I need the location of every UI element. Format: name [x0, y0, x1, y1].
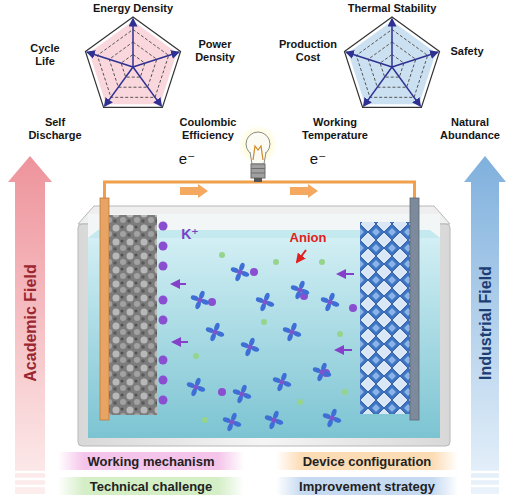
- ion-label: K⁺: [176, 226, 204, 243]
- ion-label: Anion: [282, 230, 334, 246]
- anode-collector: [100, 198, 109, 420]
- radar-axis-label: Coulombic Efficiency: [172, 116, 244, 142]
- light-bulb: [238, 125, 278, 182]
- radar-outline: [85, 17, 180, 107]
- industrial-arrow: Industrial Field: [464, 156, 506, 494]
- anode-porous: [109, 215, 157, 415]
- break-line: [14, 471, 46, 474]
- arrow-body: [8, 156, 52, 494]
- radar-chart: [85, 17, 180, 107]
- break-line: [14, 478, 46, 481]
- anion-symbol: [186, 262, 342, 432]
- cathode-crystal: [360, 222, 410, 414]
- electron-label: e⁻: [306, 150, 330, 168]
- anion-arrow: [297, 250, 306, 262]
- ion-arrow: [172, 274, 354, 350]
- external-wire: [105, 182, 415, 199]
- arrow-body: [464, 156, 506, 494]
- field-label: Industrial Field: [476, 266, 495, 380]
- break-line: [470, 471, 500, 474]
- rotated-text-holder: Industrial Field: [476, 266, 495, 380]
- potassium-ion: [159, 222, 358, 405]
- cathode-collector: [410, 198, 419, 420]
- radar-axis-label: Production Cost: [275, 38, 341, 64]
- electron-arrow: [290, 184, 318, 198]
- radar-axis-label: Cycle Life: [25, 42, 65, 68]
- topic-box: Technical challenge: [58, 477, 244, 495]
- topic-label: Technical challenge: [90, 478, 213, 496]
- rotated-text-holder: Academic Field: [21, 264, 40, 381]
- electron-arrow: [180, 184, 208, 198]
- break-line: [470, 485, 500, 488]
- radar-axis-label: Self Discharge: [20, 116, 90, 142]
- topic-label: Device configuration: [303, 453, 432, 471]
- topic-label: Improvement strategy: [299, 478, 435, 496]
- radar-axes: [346, 19, 437, 106]
- radar-axis-label: Working Temperature: [294, 116, 376, 142]
- topic-box: Device configuration: [276, 452, 458, 470]
- academic-arrow: Academic Field: [8, 156, 52, 494]
- break-line: [470, 478, 500, 481]
- radar-chart: [344, 17, 439, 107]
- radar-axis-label: Power Density: [187, 38, 243, 64]
- radar-axis-label: Natural Abundance: [436, 116, 504, 142]
- radar-axis-label: Thermal Stability: [337, 2, 447, 15]
- topic-box: Improvement strategy: [276, 477, 458, 495]
- electron-label: e⁻: [175, 150, 199, 168]
- break-line: [14, 485, 46, 488]
- radar-axis-label: Safety: [445, 45, 489, 58]
- radar-outline: [344, 17, 439, 107]
- topic-box: Working mechanism: [58, 452, 244, 470]
- topic-label: Working mechanism: [88, 453, 215, 471]
- radar-axes: [87, 19, 178, 106]
- field-label: Academic Field: [21, 264, 40, 381]
- radar-axis-label: Energy Density: [83, 2, 183, 15]
- solvent-molecule: [193, 252, 348, 423]
